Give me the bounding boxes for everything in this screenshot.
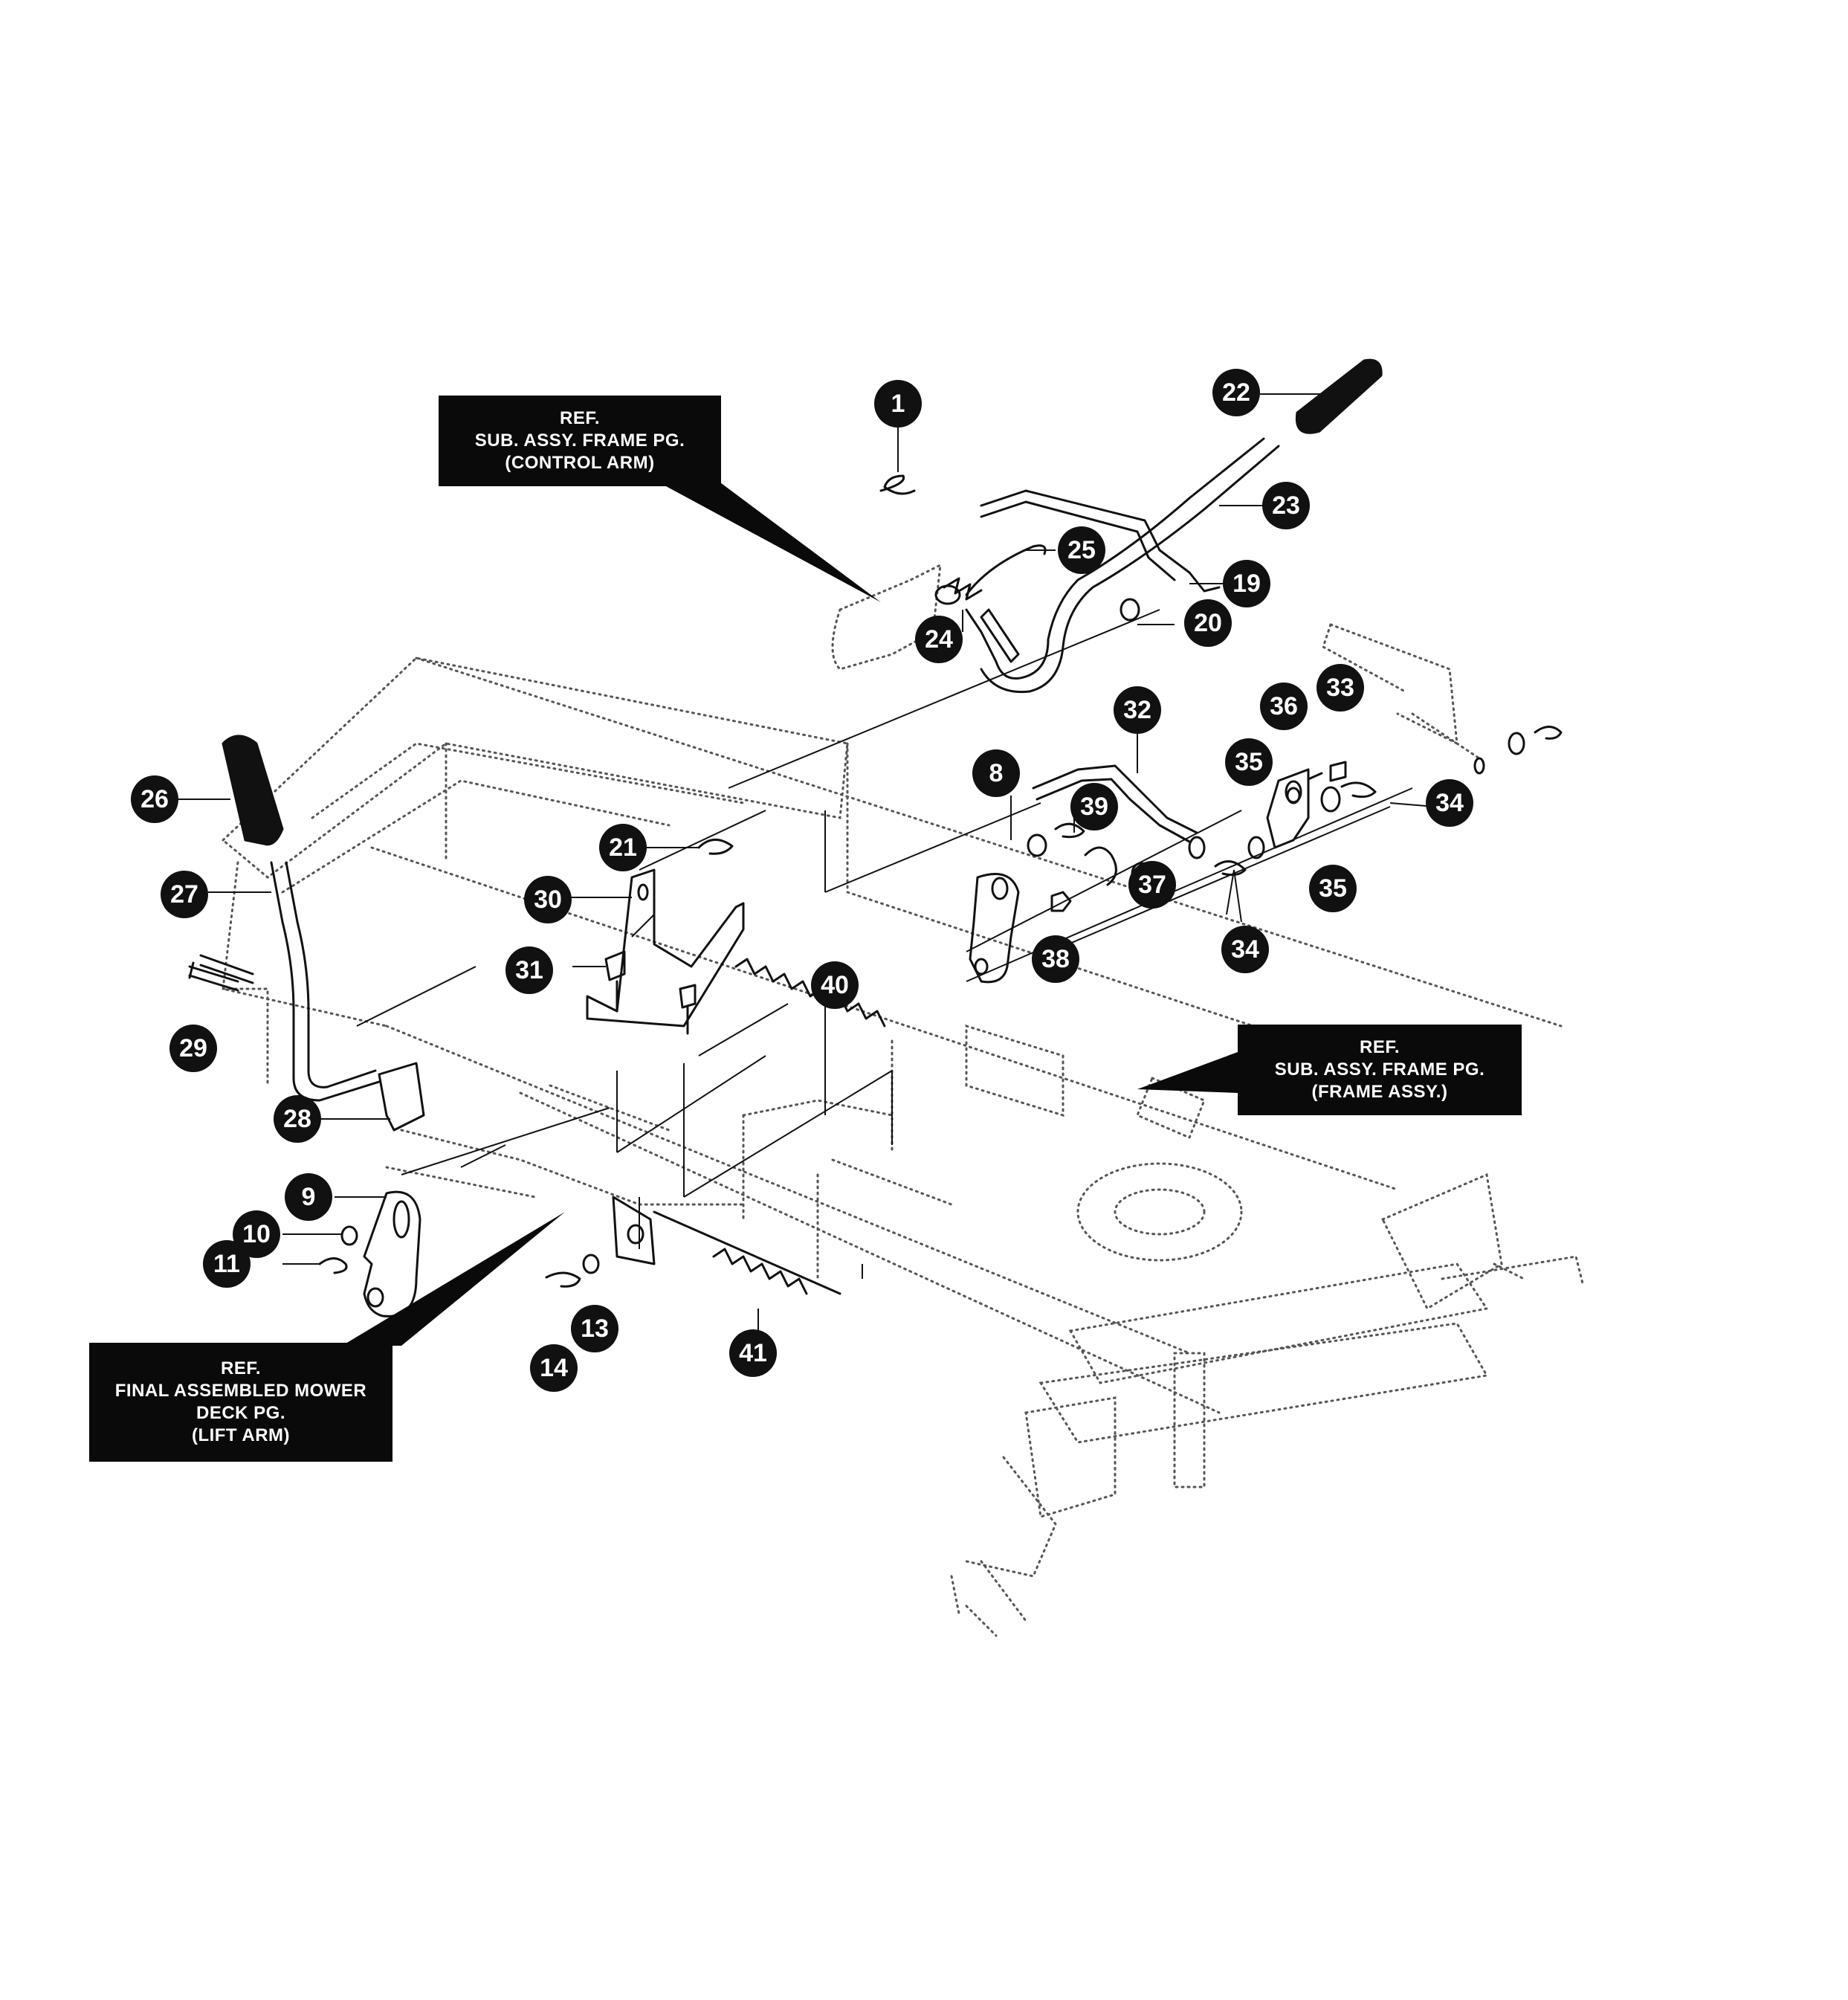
- washer: [340, 1225, 358, 1246]
- washer: [934, 584, 961, 605]
- callout-14: 14: [530, 1344, 578, 1392]
- callout-41: 41: [729, 1329, 777, 1377]
- hairpin-clip: [1534, 726, 1563, 740]
- control-arm-pointer: [647, 461, 881, 602]
- ref-box-line: FINAL ASSEMBLED MOWER: [114, 1381, 367, 1401]
- lift-handle: [270, 861, 381, 1102]
- callout-21: 21: [599, 824, 647, 871]
- leader-lines: [178, 393, 1435, 1338]
- lever-bracket: [1266, 768, 1310, 849]
- hairpin-clip: [545, 1271, 581, 1288]
- callout-10: 10: [233, 1210, 280, 1258]
- callout-24: 24: [915, 616, 963, 663]
- lift-rod: [1032, 764, 1198, 834]
- washer: [1473, 757, 1485, 775]
- ref-box-line: SUB. ASSY. FRAME PG.: [1274, 1059, 1485, 1080]
- callout-28: 28: [274, 1095, 321, 1143]
- mount-bracket: [586, 868, 745, 1028]
- ref-box-line: SUB. ASSY. FRAME PG.: [474, 430, 685, 451]
- callout-33: 33: [1316, 664, 1364, 712]
- hairpin-clip: [1340, 781, 1377, 799]
- control-rod: [965, 437, 1265, 680]
- ref-box-control-arm: REF. SUB. ASSY. FRAME PG. (CONTROL ARM): [439, 396, 721, 486]
- ref-box-line: REF.: [1359, 1037, 1400, 1057]
- hairpin-clip: [697, 839, 734, 855]
- callout-32: 32: [1114, 686, 1161, 734]
- ref-box-line: DECK PG.: [196, 1403, 285, 1423]
- callout-34: 34: [1221, 926, 1269, 973]
- callout-31: 31: [505, 946, 553, 994]
- mounting-plate: [378, 1062, 425, 1132]
- frame-assembly-dotted: [221, 623, 1585, 1637]
- ref-box-line: (CONTROL ARM): [505, 453, 655, 473]
- hairpin-clip: [1054, 822, 1085, 839]
- ref-box-line: (LIFT ARM): [191, 1425, 291, 1445]
- callout-22: 22: [1212, 369, 1260, 416]
- callout-30: 30: [524, 876, 572, 923]
- lift-link: [969, 873, 1020, 984]
- callout-29: 29: [169, 1025, 217, 1072]
- callout-27: 27: [161, 871, 208, 918]
- ref-box-line: (FRAME ASSY.): [1311, 1082, 1448, 1102]
- handle-grip: [222, 735, 284, 846]
- frame-assy-pointer: [1137, 1052, 1238, 1093]
- callout-39: 39: [1070, 783, 1118, 830]
- callout-35: 35: [1309, 865, 1357, 912]
- washer: [582, 1254, 600, 1274]
- ref-box-frame-assy: REF. SUB. ASSY. FRAME PG. (FRAME ASSY.): [1238, 1025, 1522, 1115]
- washer: [1027, 833, 1047, 857]
- hairpin-clip: [318, 1257, 348, 1274]
- callout-26: 26: [131, 775, 178, 823]
- parts-solid: [188, 358, 1563, 1317]
- hairpin-clip: [1214, 860, 1247, 877]
- callout-13: 13: [571, 1305, 618, 1352]
- handle-grip: [1295, 358, 1383, 434]
- washer: [1320, 786, 1341, 813]
- callout-20: 20: [1184, 599, 1232, 647]
- extension-spring: [734, 958, 886, 1028]
- callout-38: 38: [1032, 935, 1079, 983]
- hairpin-clip: [879, 474, 916, 495]
- callout-40: 40: [811, 961, 859, 1009]
- washer: [1120, 598, 1140, 622]
- callout-36: 36: [1260, 683, 1308, 730]
- callout-9: 9: [285, 1173, 332, 1221]
- washer: [1247, 836, 1265, 859]
- ref-box-line: REF.: [220, 1358, 261, 1378]
- callout-8: 8: [972, 749, 1020, 797]
- callout-37: 37: [1128, 861, 1176, 909]
- flange-nut: [1050, 891, 1072, 912]
- lift-link: [363, 1190, 421, 1317]
- callout-35: 35: [1225, 738, 1273, 786]
- callout-11: 11: [203, 1240, 251, 1288]
- washer: [1508, 732, 1525, 755]
- ref-box-line: REF.: [559, 408, 600, 428]
- callout-1: 1: [874, 380, 922, 428]
- ref-box-lift-arm: REF. FINAL ASSEMBLED MOWER DECK PG. (LIF…: [89, 1343, 392, 1462]
- callout-19: 19: [1223, 560, 1270, 607]
- lift-arm-pointer: [342, 1212, 565, 1346]
- callout-34: 34: [1426, 779, 1473, 827]
- callout-23: 23: [1262, 482, 1310, 529]
- extension-spring: [712, 1248, 808, 1295]
- washer: [1188, 836, 1206, 859]
- callout-25: 25: [1058, 526, 1105, 574]
